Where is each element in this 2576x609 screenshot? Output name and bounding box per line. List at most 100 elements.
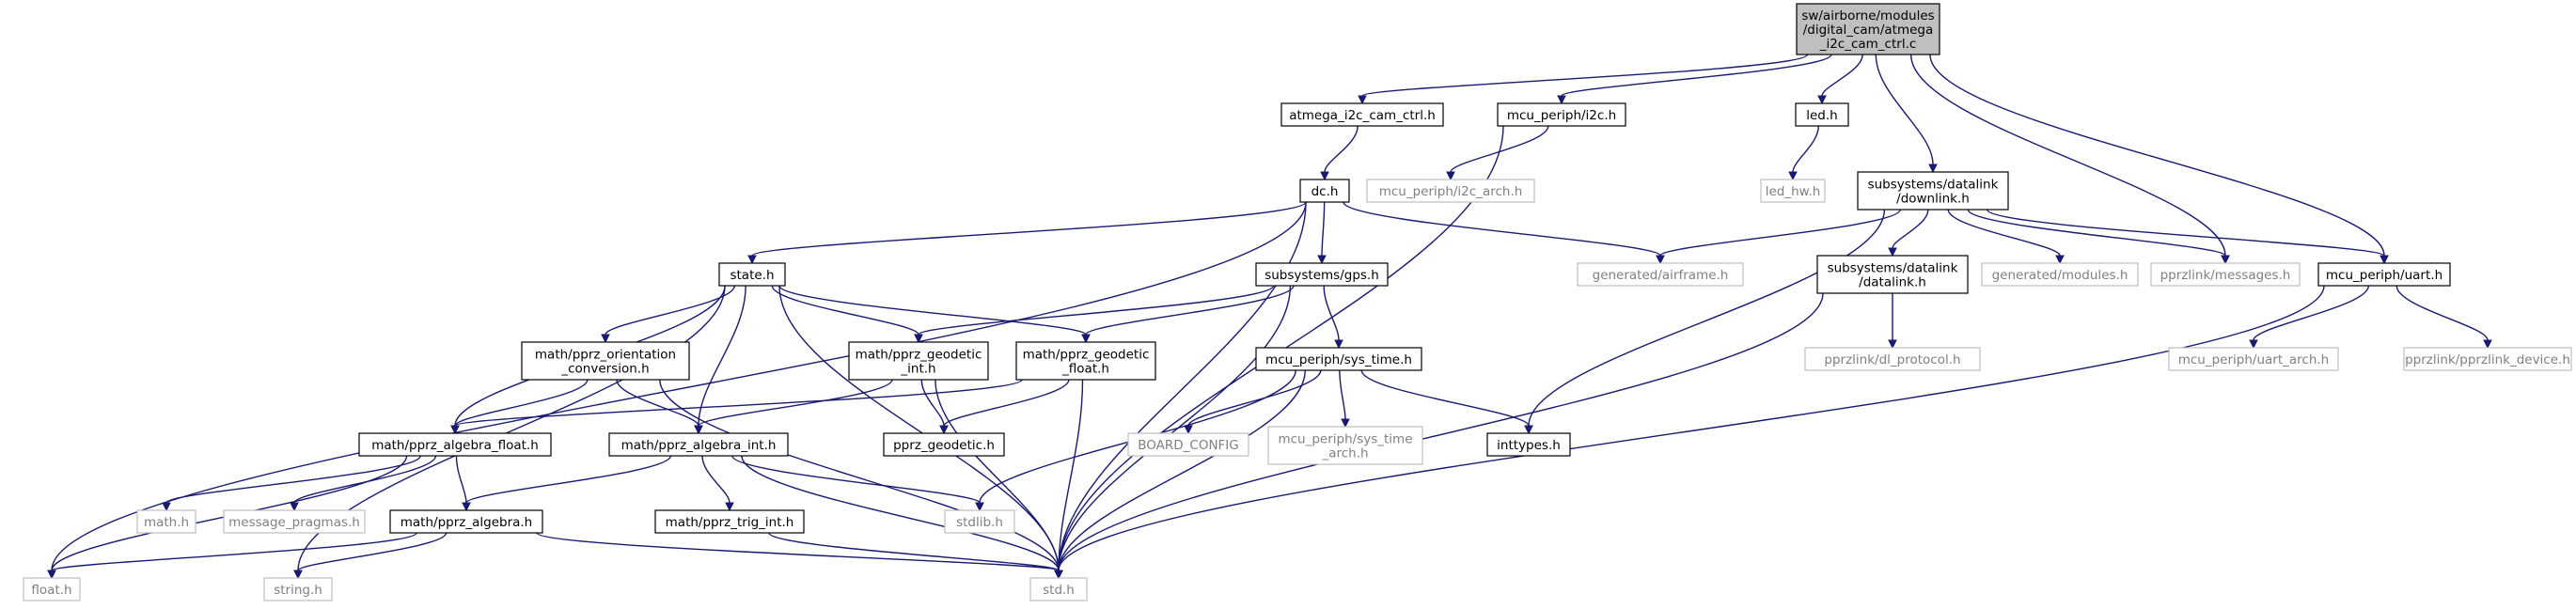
edge-downlink_h-to-airframe_h [1656, 209, 1901, 265]
node-label-line: /digital_cam/atmega [1803, 23, 1934, 38]
edge-downlink_h-to-inttypes_h [1524, 209, 1886, 435]
edge-trig_int_h-to-std_h [768, 532, 1063, 580]
edge-alg_int_h-to-trig_int_h [701, 455, 734, 512]
node-label-line: float.h [31, 583, 71, 598]
node-messages-h: pprzlink/messages.h [2150, 262, 2301, 287]
node-label-line: _float.h [1061, 362, 1109, 377]
node-std-h: std.h [1029, 577, 1088, 601]
node-label-line: pprzlink/messages.h [2160, 268, 2291, 283]
node-label-line: std.h [1043, 583, 1075, 598]
node-led-hw-h: led_hw.h [1760, 179, 1826, 203]
node-label-line: generated/airframe.h [1593, 268, 1729, 283]
node-orient-h[interactable]: math/pprz_orientation_conversion.h [521, 341, 690, 381]
node-float-h: float.h [23, 577, 81, 601]
node-inttypes-h[interactable]: inttypes.h [1486, 432, 1571, 457]
node-algebra-h[interactable]: math/pprz_algebra.h [389, 509, 543, 534]
node-led-h[interactable]: led.h [1795, 102, 1849, 127]
node-label-line: inttypes.h [1497, 438, 1561, 453]
node-uart-h[interactable]: mcu_periph/uart.h [2317, 262, 2451, 287]
edge-geo_float_h-to-alg_float_h [450, 379, 1023, 435]
node-label-line: led.h [1806, 108, 1837, 123]
edge-orient_h-to-std_h [659, 379, 1063, 580]
node-label-line: subsystems/datalink [1868, 178, 1999, 193]
node-label-line: string.h [274, 583, 322, 598]
edge-root-to-uart_h [1929, 54, 2389, 265]
node-label-line: math/pprz_orientation [535, 348, 676, 363]
edge-downlink_h-to-messages_h [1967, 209, 2230, 265]
node-label-line: mcu_periph/uart_arch.h [2178, 352, 2330, 367]
node-label-line: sw/airborne/modules [1801, 8, 1934, 23]
node-systime-h[interactable]: mcu_periph/sys_time.h [1255, 347, 1422, 371]
node-label-line: dc.h [1312, 184, 1339, 199]
node-i2c-h[interactable]: mcu_periph/i2c.h [1497, 102, 1626, 127]
edge-systime_h-to-inttypes_h [1360, 369, 1533, 435]
edge-state_h-to-orient_h [601, 285, 735, 344]
node-label-line: mcu_periph/i2c_arch.h [1379, 184, 1523, 199]
node-label-line: mcu_periph/sys_time.h [1265, 352, 1412, 367]
edge-root-to-i2c_h [1557, 54, 1832, 105]
edge-dc_h-to-state_h [747, 201, 1307, 265]
node-state-h[interactable]: state.h [718, 262, 786, 287]
node-geo-float-h[interactable]: math/pprz_geodetic_float.h [1015, 341, 1156, 381]
node-atmega-h[interactable]: atmega_i2c_cam_ctrl.h [1280, 102, 1444, 127]
edge-alg_float_h-to-algebra_h [455, 455, 471, 512]
node-label-line: generated/modules.h [1992, 268, 2128, 283]
edge-dc_h-to-gps_h [1317, 201, 1327, 265]
edge-root-to-led_h [1817, 54, 1863, 105]
edge-algebra_h-to-float_h [47, 532, 417, 580]
edge-i2c_h-to-i2c_arch_h [1446, 125, 1549, 181]
node-geo-int-h[interactable]: math/pprz_geodetic_int.h [848, 341, 989, 381]
edge-atmega_h-to-dc_h [1320, 125, 1359, 181]
node-msg-pragmas-h: message_pragmas.h [223, 509, 366, 534]
node-alg-float-h[interactable]: math/pprz_algebra_float.h [358, 432, 552, 457]
edge-geo_float_h-to-std_h [1054, 379, 1084, 580]
node-alg-int-h[interactable]: math/pprz_algebra_int.h [608, 432, 789, 457]
node-airframe-h: generated/airframe.h [1577, 262, 1744, 287]
node-dc-h[interactable]: dc.h [1299, 179, 1350, 203]
node-gps-h[interactable]: subsystems/gps.h [1255, 262, 1389, 287]
node-dl-protocol-h: pprzlink/dl_protocol.h [1804, 347, 1981, 371]
node-geodetic-h[interactable]: pprz_geodetic.h [883, 432, 1005, 457]
edge-state_h-to-std_h [778, 285, 1063, 580]
node-label-line: _i2c_cam_ctrl.c [1819, 37, 1917, 52]
node-label-line: _int.h [900, 362, 935, 377]
node-trig-int-h[interactable]: math/pprz_trig_int.h [654, 509, 805, 534]
edge-dc_h-to-airframe_h [1343, 201, 1665, 265]
node-downlink-h[interactable]: subsystems/datalink/downlink.h [1857, 171, 2009, 211]
node-label-line: math/pprz_geodetic [856, 348, 982, 363]
node-label-line: mcu_periph/i2c.h [1507, 108, 1616, 123]
node-label-line: atmega_i2c_cam_ctrl.h [1289, 108, 1436, 123]
node-label-line: mcu_periph/uart.h [2326, 268, 2442, 283]
edge-downlink_h-to-uart_h [1986, 209, 2389, 265]
node-label-line: led_hw.h [1766, 184, 1821, 199]
node-uart-arch-h: mcu_periph/uart_arch.h [2168, 347, 2339, 371]
edge-downlink_h-to-datalink_h [1888, 209, 1929, 258]
edge-geo_float_h-to-geodetic_h [939, 379, 1070, 435]
node-root[interactable]: sw/airborne/modules/digital_cam/atmega_i… [1796, 3, 1940, 55]
edge-led_h-to-led_hw_h [1788, 125, 1819, 181]
edge-dc_h-to-std_h [1054, 201, 1307, 580]
edge-alg_int_h-to-algebra_h [462, 455, 672, 512]
edge-datalink_h-to-dl_protocol_h [1888, 292, 1897, 350]
edge-state_h-to-alg_int_h [694, 285, 746, 435]
node-datalink-h[interactable]: subsystems/datalink/datalink.h [1816, 255, 1969, 294]
node-layer: sw/airborne/modules/digital_cam/atmega_i… [23, 3, 2572, 601]
edge-root-to-downlink_h [1875, 54, 1938, 174]
node-label-line: pprz_geodetic.h [893, 438, 995, 453]
node-math-h: math.h [136, 509, 196, 534]
edge-layer [47, 54, 2492, 580]
node-label-line: math/pprz_algebra.h [401, 515, 532, 530]
node-label-line: /datalink.h [1859, 275, 1926, 290]
edge-downlink_h-to-modules_h [1947, 209, 2065, 265]
node-label-line: math/pprz_trig_int.h [666, 515, 794, 530]
edge-uart_h-to-uart_arch_h [2249, 285, 2370, 350]
node-label-line: _arch.h [1321, 446, 1368, 461]
node-label-line: BOARD_CONFIG [1138, 438, 1239, 453]
edge-gps_h-to-systime_h [1323, 285, 1343, 350]
node-label-line: math.h [144, 515, 189, 530]
node-device-h: pprzlink/pprzlink_device.h [2403, 347, 2572, 371]
edge-systime_h-to-board_config [1184, 369, 1322, 435]
edge-alg_int_h-to-stdlib_h [731, 455, 984, 512]
edge-systime_h-to-std_h [1054, 369, 1306, 580]
